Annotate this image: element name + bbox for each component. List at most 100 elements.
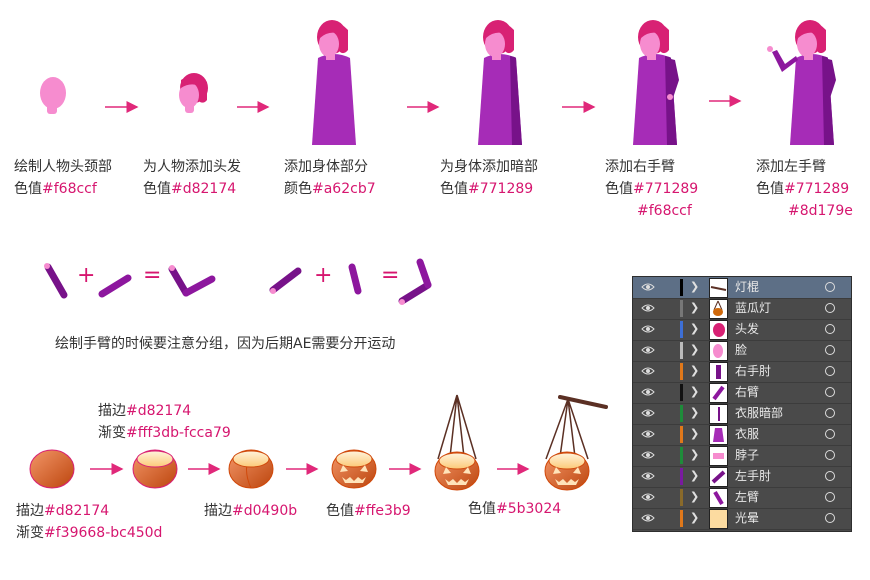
chevron-right-icon[interactable]: ❯ [690,280,700,293]
chevron-right-icon[interactable]: ❯ [690,427,700,440]
target-circle-icon[interactable] [825,366,835,376]
chevron-right-icon[interactable]: ❯ [690,406,700,419]
eye-icon[interactable] [641,282,655,292]
neck-thumb [709,446,728,466]
pumpkin-carved [331,449,377,489]
lantern-prefix: 描边 [204,503,232,519]
chevron-right-icon[interactable]: ❯ [690,490,700,503]
layer-row[interactable]: ❯光晕 [633,508,851,530]
target-circle-icon[interactable] [825,513,835,523]
layer-row[interactable]: ❯ 左手肘 [633,466,851,488]
layer-color-tag [680,300,683,317]
chevron-right-icon[interactable]: ❯ [690,301,700,314]
eye-icon[interactable] [641,450,655,460]
layer-row[interactable]: ❯头发 [633,319,851,341]
target-circle-icon[interactable] [825,450,835,460]
target-circle-icon[interactable] [825,282,835,292]
character-steps-figure [40,20,836,145]
layer-color-tag [680,321,683,338]
lantern-step-3-label: 描边#d0490b [204,500,297,522]
layer-row[interactable]: ❯衣服暗部 [633,403,851,425]
eye-icon[interactable] [641,303,655,313]
layer-row[interactable]: ❯ 灯棍 [633,277,851,299]
step-6-label: 添加左手臂 色值#771289 #8d179e [756,156,853,222]
layer-color-tag [680,279,683,296]
step-5-label: 添加右手臂 色值#771289 #f68ccf [605,156,698,222]
step-hex: #771289 [784,181,850,197]
lantern-hex: #d82174 [126,403,192,419]
layer-color-tag [680,384,683,401]
step-3-label: 添加身体部分 颜色#a62cb7 [284,156,376,200]
layer-name: 灯棍 [735,280,760,294]
arm-joined-a [168,265,190,297]
lantern-hex: #f39668-bc450d [44,525,163,541]
layer-row[interactable]: ❯ 衣服 [633,424,851,446]
target-circle-icon[interactable] [825,471,835,481]
target-circle-icon[interactable] [825,387,835,397]
lantern-hex: #ffe3b9 [354,503,411,519]
eye-icon[interactable] [641,471,655,481]
target-circle-icon[interactable] [825,303,835,313]
arm-joined-b [182,275,216,297]
chevron-right-icon[interactable]: ❯ [690,364,700,377]
equals-sign: = [143,263,162,288]
step-hex: #d82174 [171,181,237,197]
chevron-right-icon[interactable]: ❯ [690,385,700,398]
eye-icon[interactable] [641,366,655,376]
layer-name: 衣服 [735,427,760,441]
layer-row[interactable]: ❯ 右臂 [633,382,851,404]
eye-icon[interactable] [641,492,655,502]
chevron-right-icon[interactable]: ❯ [690,322,700,335]
elbow-dot [270,288,276,294]
lantern-step-4-label: 色值#ffe3b9 [326,500,411,522]
step-title: 添加身体部分 [284,159,368,175]
layer-name: 右手肘 [735,364,772,378]
step-hex: #a62cb7 [312,181,376,197]
layer-color-tag [680,363,683,380]
arm-piece [44,263,68,299]
target-circle-icon[interactable] [825,429,835,439]
step-title: 添加右手臂 [605,159,675,175]
target-circle-icon[interactable] [825,345,835,355]
step-prefix: 色值 [440,181,468,197]
arm-joined-b [416,258,432,289]
step-hex-2: #f68ccf [637,203,692,219]
lantern-step-5-label: 色值#5b3024 [468,498,561,520]
eye-icon[interactable] [641,387,655,397]
lantern-step-1-label: 描边#d82174 渐变#f39668-bc450d [16,500,162,544]
step-title: 绘制人物头颈部 [14,159,112,175]
layer-color-tag [680,447,683,464]
eye-icon[interactable] [641,429,655,439]
chevron-right-icon[interactable]: ❯ [690,511,700,524]
head-neck-figure [40,77,66,114]
eye-icon[interactable] [641,345,655,355]
arm-piece [98,274,132,298]
layer-color-tag [680,489,683,506]
left-arm-figure [767,20,836,145]
layer-row[interactable]: ❯脖子 [633,445,851,467]
lantern-hex: #d82174 [44,503,110,519]
pumpkin-segmented [228,449,274,489]
layer-row[interactable]: ❯蓝瓜灯 [633,298,851,320]
lantern-prefix: 描边 [98,403,126,419]
layer-name: 左手肘 [735,469,772,483]
layer-row[interactable]: ❯ 右手肘 [633,361,851,383]
chevron-right-icon[interactable]: ❯ [690,448,700,461]
lantern-hex: #fff3db-fcca79 [126,425,231,441]
elbow-dot [169,265,175,271]
layer-name: 右臂 [735,385,760,399]
eye-icon[interactable] [641,324,655,334]
chevron-right-icon[interactable]: ❯ [690,343,700,356]
layer-row[interactable]: ❯左臂 [633,487,851,509]
target-circle-icon[interactable] [825,324,835,334]
eye-icon[interactable] [641,513,655,523]
target-circle-icon[interactable] [825,492,835,502]
step-title: 为身体添加暗部 [440,159,538,175]
layer-row[interactable]: ❯脸 [633,340,851,362]
body-shadow-figure [478,20,522,145]
chevron-right-icon[interactable]: ❯ [690,469,700,482]
lantern-prefix: 色值 [468,501,496,517]
eye-icon[interactable] [641,408,655,418]
target-circle-icon[interactable] [825,408,835,418]
step-4-label: 为身体添加暗部 色值#771289 [440,156,538,200]
